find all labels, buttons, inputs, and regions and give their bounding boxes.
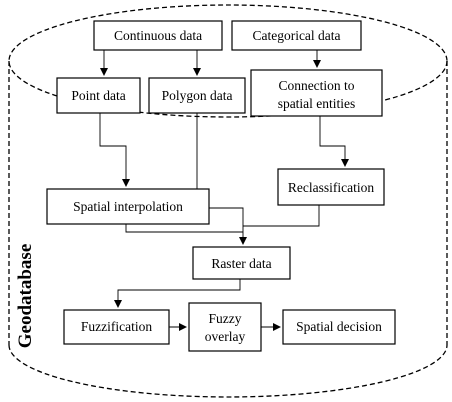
node-point-data-label: Point data — [71, 88, 125, 103]
node-continuous-data-label: Continuous data — [114, 28, 202, 43]
node-fuzzification-label: Fuzzification — [81, 319, 152, 334]
node-spatial-interpolation-label: Spatial interpolation — [73, 199, 183, 214]
node-connection-label-line2: spatial entities — [278, 96, 356, 111]
node-fuzzification: Fuzzification — [63, 309, 170, 345]
node-fuzzy-overlay-label-line1: Fuzzy — [209, 311, 242, 326]
arrow-raster-to-fuzzification — [114, 279, 241, 308]
arrow-connection-to-reclassification — [319, 116, 349, 167]
node-continuous-data: Continuous data — [93, 20, 223, 51]
node-reclassification: Reclassification — [277, 168, 385, 206]
connectors — [99, 50, 349, 331]
node-spatial-decision-label: Spatial decision — [296, 319, 382, 334]
arrow-point-to-interpolation — [99, 113, 130, 187]
line-reclassification-to-raster — [243, 205, 320, 227]
node-categorical-data: Categorical data — [231, 20, 362, 51]
node-raster-data: Raster data — [192, 246, 291, 280]
node-raster-data-label: Raster data — [211, 256, 271, 271]
geodatabase-label: Geodatabase — [15, 244, 36, 349]
node-polygon-data: Polygon data — [148, 77, 246, 114]
node-categorical-data-label: Categorical data — [252, 28, 340, 43]
node-spatial-decision: Spatial decision — [282, 309, 396, 345]
cylinder-bottom-arc — [8, 344, 448, 398]
node-connection-label-line1: Connection to — [278, 78, 354, 93]
node-connection-to-spatial-entities: Connection to spatial entities — [250, 69, 383, 117]
node-reclassification-label: Reclassification — [288, 180, 374, 195]
node-point-data: Point data — [56, 77, 141, 114]
node-spatial-interpolation: Spatial interpolation — [46, 188, 210, 225]
node-fuzzy-overlay-label-line2: overlay — [205, 329, 246, 344]
node-fuzzy-overlay: Fuzzy overlay — [188, 302, 262, 352]
line-interpolation-to-raster — [125, 224, 243, 233]
node-polygon-data-label: Polygon data — [162, 88, 233, 103]
geodatabase-cylinder — [8, 4, 448, 398]
